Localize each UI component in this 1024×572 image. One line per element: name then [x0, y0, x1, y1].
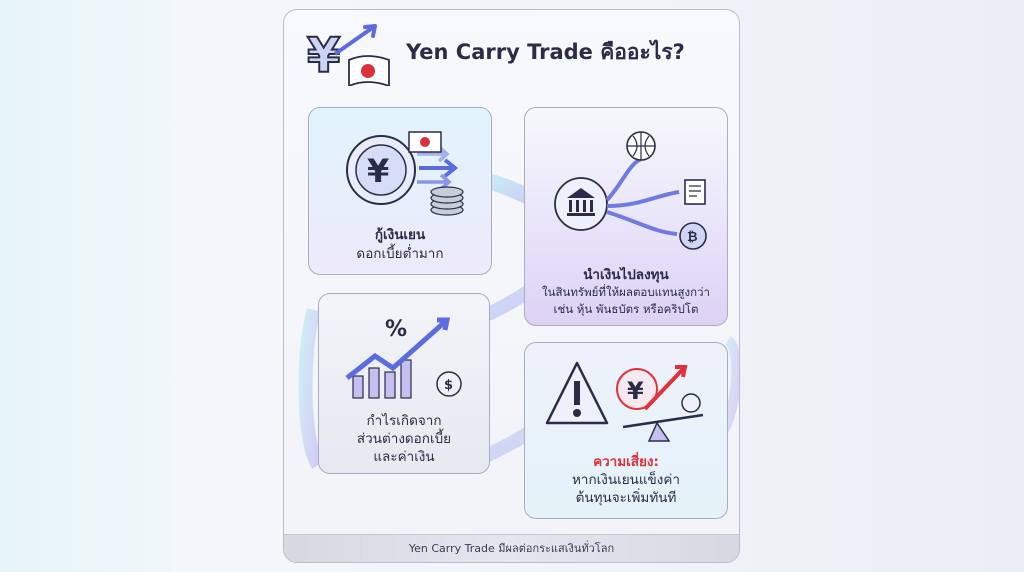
step3-line2: ส่วนต่างดอกเบี้ย	[356, 431, 452, 447]
yen-flag-title-icon: ¥	[306, 24, 390, 86]
svg-text:¥: ¥	[307, 28, 340, 84]
svg-text:$: $	[444, 378, 453, 393]
svg-text:¥: ¥	[627, 377, 644, 405]
step2-line2: เช่น หุ้น พันธบัตร หรือคริปโต	[553, 302, 699, 316]
step-risk-panel: ¥ ความเสี่ยง: หากเงินเยนแข็งค่า ต้นทุนจะ…	[524, 342, 728, 519]
step2-heading: นำเงินไปลงทุน	[583, 267, 669, 283]
step3-line1: กำไรเกิดจาก	[366, 413, 442, 429]
step4-heading: ความเสี่ยง:	[593, 454, 659, 470]
svg-text:%: %	[385, 317, 407, 342]
step2-line1: ในสินทรัพย์ที่ให้ผลตอบแทนสูงกว่า	[541, 285, 711, 299]
page-title: Yen Carry Trade คืออะไร?	[406, 40, 685, 64]
svg-text:¥: ¥	[367, 152, 389, 190]
step1-line2: ดอกเบี้ยต่ำมาก	[356, 246, 444, 262]
profit-chart-icon: % $	[345, 317, 462, 399]
step4-line1: หากเงินเยนแข็งค่า	[572, 472, 680, 488]
step-profit-panel: % $ กำไรเกิดจาก ส่วนต่างดอกเบี้ย และค่าเ…	[318, 293, 490, 474]
step4-line2: ต้นทุนจะเพิ่มทันที	[575, 490, 677, 506]
step3-line3: และค่าเงิน	[373, 449, 435, 465]
bank-distribution-icon: ₿	[554, 131, 707, 250]
step-borrow-yen-panel: ¥ กู้เงินเยน ดอกเบี้ยต่ำมาก	[308, 107, 492, 275]
infographic-card: ¥ Yen Carry Trade คืออะไร? ¥ กู้เงินเยน …	[283, 9, 740, 563]
footer-note: Yen Carry Trade มีผลต่อกระแสเงินทั่วโลก	[284, 534, 739, 562]
step1-line1: กู้เงินเยน	[374, 227, 426, 243]
step-invest-panel: ₿ นำเงินไปลงทุน ในสินทรัพย์ที่ให้ผลตอบแท…	[524, 107, 728, 326]
yen-coin-icon: ¥	[346, 131, 464, 216]
risk-warning-icon: ¥	[545, 361, 704, 442]
svg-text:₿: ₿	[687, 230, 698, 245]
